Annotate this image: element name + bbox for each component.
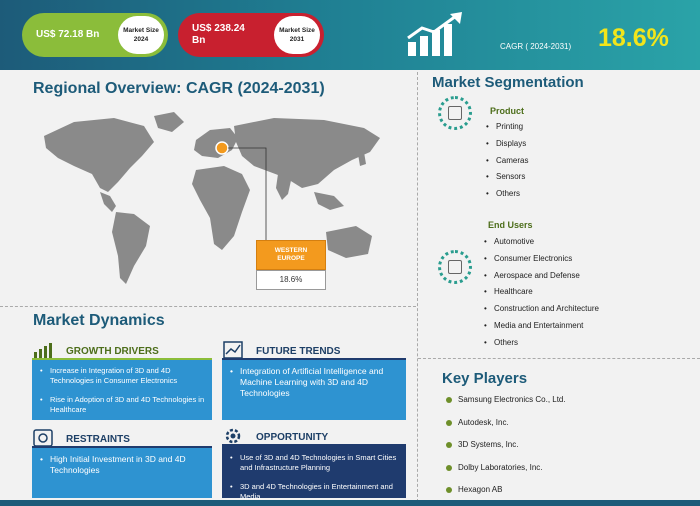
badge-label: Market Size <box>279 27 315 34</box>
product-heading: Product <box>490 106 525 116</box>
opportunity-rule <box>222 444 406 446</box>
region-cagr: 18.6% <box>256 270 326 290</box>
future-trends-card: Integration of Artificial Intelligence a… <box>222 360 406 420</box>
badge-label: Market Size <box>123 27 159 34</box>
list-item: Others <box>484 337 599 354</box>
region-name-line1: WESTERN <box>274 247 308 254</box>
list-item: Printing <box>486 121 528 138</box>
key-player-item: Hexagon AB <box>446 484 566 506</box>
product-list: Printing Displays Cameras Sensors Others <box>486 121 528 205</box>
footer-bar <box>0 500 700 506</box>
badge-year: 2031 <box>289 36 305 43</box>
list-item: Consumer Electronics <box>484 253 599 270</box>
trend-chart-icon <box>223 341 243 359</box>
opportunity-card: Use of 3D and 4D Technologies in Smart C… <box>222 446 406 501</box>
restraint-item: High Initial Investment in 3D and 4D Tec… <box>40 454 206 476</box>
market-size-2024-badge: Market Size 2024 <box>118 16 164 54</box>
market-dynamics-title: Market Dynamics <box>33 312 165 329</box>
section-divider <box>0 306 416 307</box>
key-players-title: Key Players <box>442 370 528 387</box>
key-player-item: 3D Systems, Inc. <box>446 439 566 462</box>
region-name-line2: EUROPE <box>277 255 305 262</box>
list-item: Cameras <box>486 155 528 172</box>
column-divider <box>417 72 418 502</box>
opportunity-item: 3D and 4D Technologies in Entertainment … <box>230 482 400 502</box>
section-divider <box>418 358 700 359</box>
growth-drivers-rule <box>32 358 212 360</box>
market-segmentation-title: Market Segmentation <box>432 74 584 91</box>
opportunity-label: OPPORTUNITY <box>256 432 329 443</box>
list-item: Media and Entertainment <box>484 320 599 337</box>
restraint-icon <box>33 429 53 447</box>
world-map <box>44 112 380 284</box>
badge-year: 2024 <box>133 36 149 43</box>
key-players-list: Samsung Electronics Co., Ltd. Autodesk, … <box>446 394 566 506</box>
opportunity-header: OPPORTUNITY <box>222 428 406 446</box>
cagr-label: CAGR ( 2024-2031) <box>500 42 572 51</box>
list-item: Construction and Architecture <box>484 303 599 320</box>
market-size-2031-badge: Market Size 2031 <box>274 16 320 54</box>
list-item: Healthcare <box>484 286 599 303</box>
product-icon <box>438 96 472 130</box>
list-item: Aerospace and Defense <box>484 270 599 287</box>
growth-driver-item: Increase in Integration of 3D and 4D Tec… <box>40 366 206 386</box>
list-item: Displays <box>486 138 528 155</box>
market-size-2031-value: US$ 238.24 Bn <box>192 23 245 46</box>
end-users-icon <box>438 250 472 284</box>
restraints-card: High Initial Investment in 3D and 4D Tec… <box>32 448 212 498</box>
future-trend-item: Integration of Artificial Intelligence a… <box>230 366 400 399</box>
region-name: WESTERN EUROPE <box>256 240 326 270</box>
growth-chart-icon <box>407 12 462 56</box>
list-item: Sensors <box>486 171 528 188</box>
header-banner: US$ 72.18 Bn Market Size 2024 US$ 238.24… <box>0 0 700 70</box>
key-player-item: Samsung Electronics Co., Ltd. <box>446 394 566 417</box>
list-item: Others <box>486 188 528 205</box>
bar-chart-icon <box>34 343 52 359</box>
opportunity-item: Use of 3D and 4D Technologies in Smart C… <box>230 453 400 473</box>
growth-drivers-card: Increase in Integration of 3D and 4D Tec… <box>32 360 212 420</box>
region-highlight-box: WESTERN EUROPE 18.6% <box>256 240 326 290</box>
cagr-value: 18.6% <box>598 24 669 52</box>
regional-overview-title: Regional Overview: CAGR (2024-2031) <box>33 80 325 97</box>
restraints-rule <box>32 446 212 448</box>
market-size-2024-pill: US$ 72.18 Bn Market Size 2024 <box>22 13 168 57</box>
key-player-item: Dolby Laboratories, Inc. <box>446 462 566 485</box>
future-trends-label: FUTURE TRENDS <box>256 346 341 357</box>
market-size-2031-pill: US$ 238.24 Bn Market Size 2031 <box>178 13 324 57</box>
gear-icon <box>225 428 241 444</box>
growth-drivers-label: GROWTH DRIVERS <box>66 346 159 357</box>
market-size-2024-value: US$ 72.18 Bn <box>36 29 100 40</box>
future-trends-rule <box>222 358 406 360</box>
key-player-item: Autodesk, Inc. <box>446 417 566 440</box>
growth-drivers-header: GROWTH DRIVERS <box>32 343 212 360</box>
end-users-list: Automotive Consumer Electronics Aerospac… <box>484 236 599 354</box>
end-users-heading: End Users <box>488 220 533 230</box>
growth-driver-item: Rise in Adoption of 3D and 4D Technologi… <box>40 395 206 415</box>
list-item: Automotive <box>484 236 599 253</box>
restraints-label: RESTRAINTS <box>66 434 130 445</box>
